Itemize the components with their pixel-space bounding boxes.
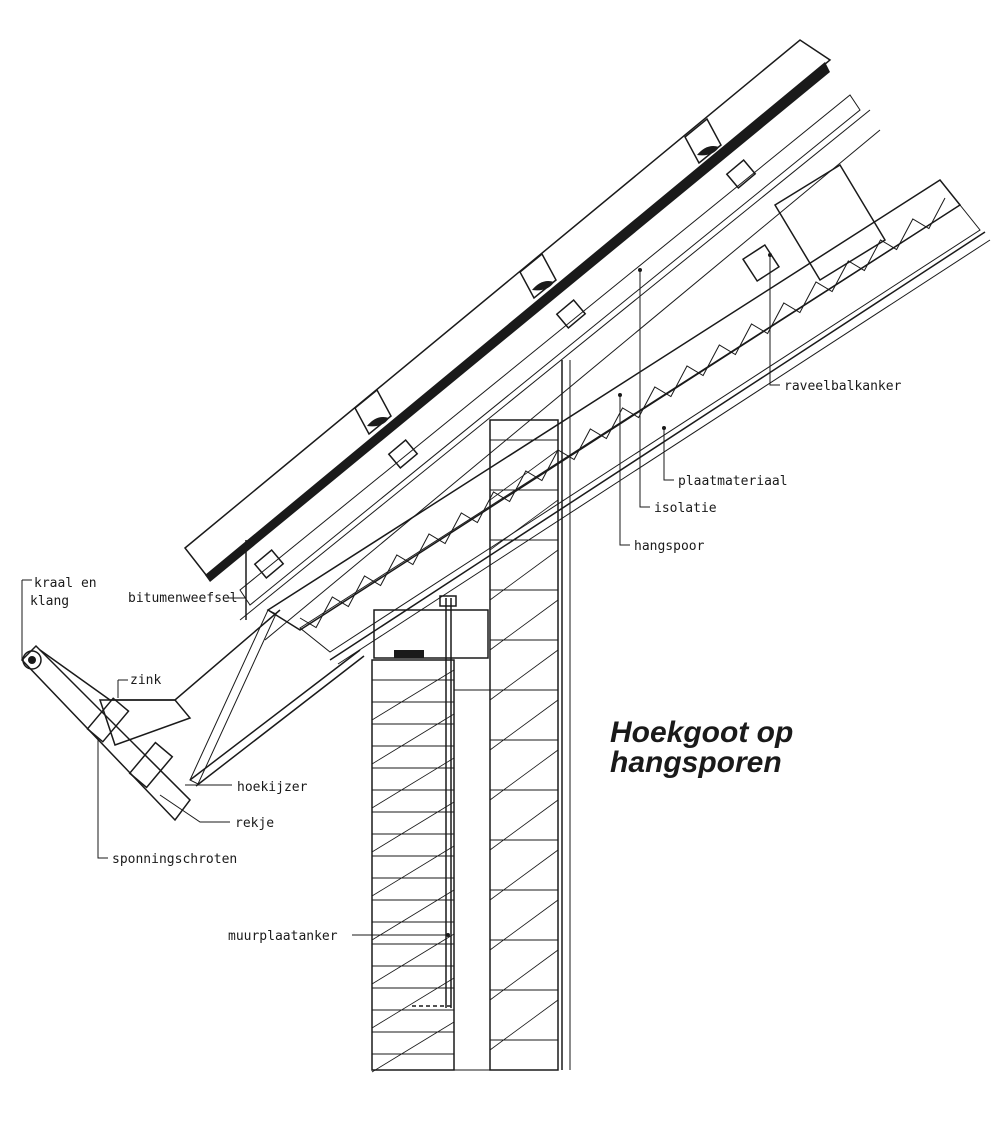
label-kraal-en-klang-line1: kraal en (34, 576, 97, 591)
wall-plate-anchor (412, 595, 457, 1008)
label-hoekijzer: hoekijzer (237, 780, 308, 795)
trimmer-beam (741, 163, 887, 283)
brick-wall (371, 360, 571, 1071)
label-sponningschroten: sponningschroten (112, 852, 237, 867)
drawing-title-line2: hangsporen (610, 746, 782, 779)
label-isolatie: isolatie (654, 501, 717, 516)
leader-lines (21, 253, 780, 937)
tile-battens (253, 158, 757, 580)
drawing-title-line1: Hoekgoot op (610, 716, 793, 749)
label-rekje: rekje (235, 816, 274, 831)
label-kraal-en-klang-line2: klang (30, 594, 69, 609)
label-raveelbalkanker: raveelbalkanker (784, 379, 902, 394)
bitumen-felt (189, 540, 277, 785)
hanging-rafter (266, 179, 981, 653)
label-muurplaatanker: muurplaatanker (228, 929, 338, 944)
sheet-material (329, 231, 991, 665)
tile-laps (354, 117, 722, 436)
insulation (299, 197, 946, 629)
brick-courses (371, 439, 559, 1073)
label-hangspoor: hangspoor (634, 539, 705, 554)
label-plaatmateriaal: plaatmateriaal (678, 474, 788, 489)
label-zink: zink (130, 673, 161, 688)
gutter (20, 609, 365, 822)
roof-tiles (183, 39, 881, 641)
wall-plate (373, 609, 489, 659)
label-bitumenweefsel: bitumenweefsel (128, 591, 238, 606)
